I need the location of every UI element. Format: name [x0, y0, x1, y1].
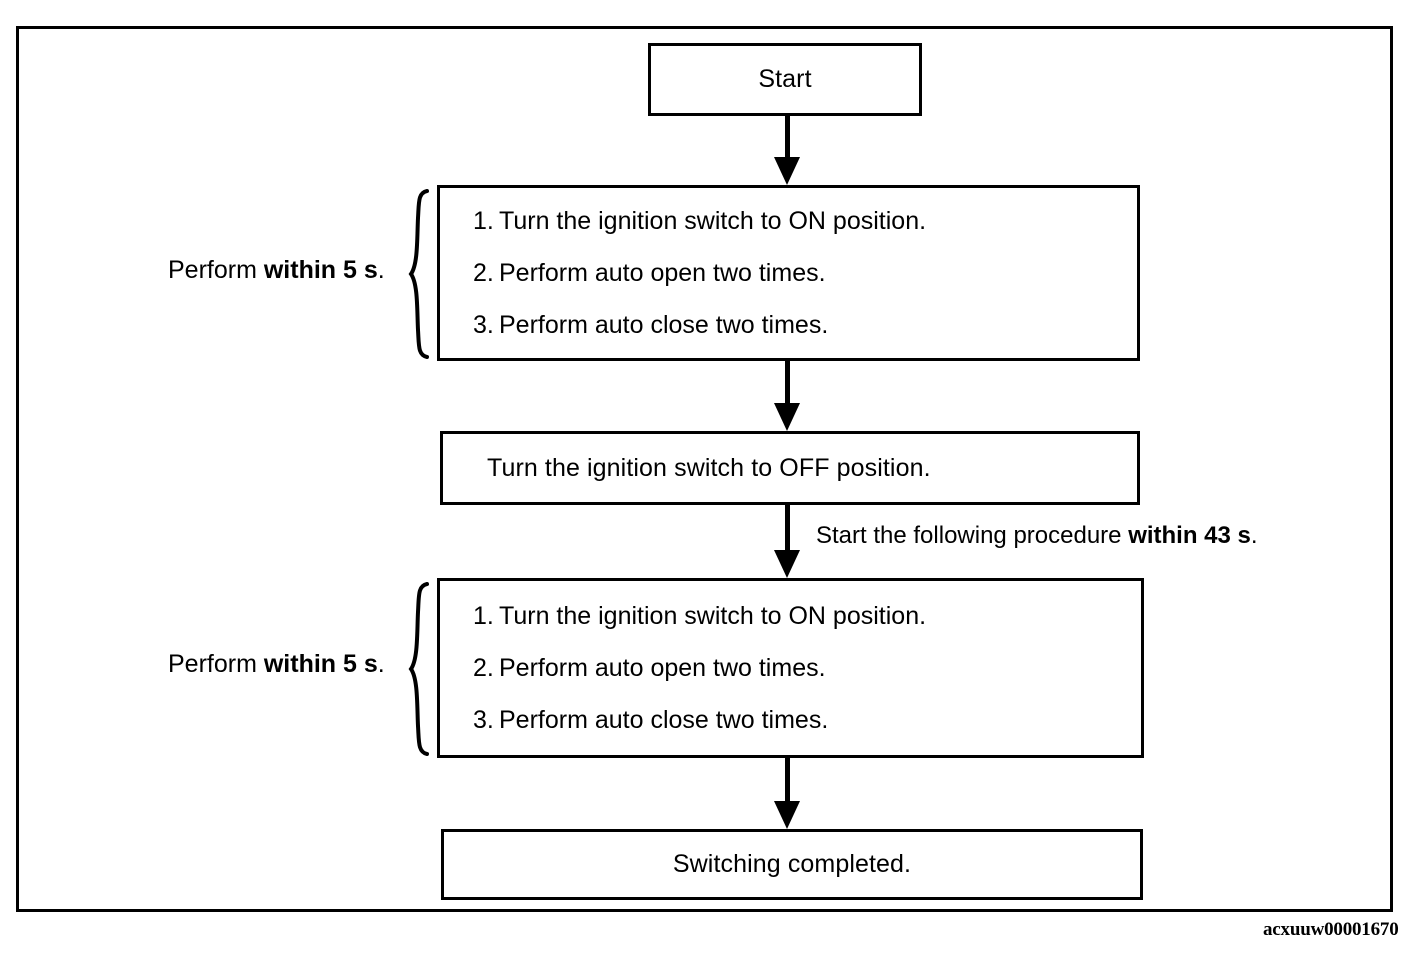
reference-code: acxuuw00001670: [1263, 919, 1399, 940]
step-number: 2.: [473, 653, 494, 682]
procedure-2-step-list: 1. Turn the ignition switch to ON positi…: [440, 602, 1141, 735]
label-perform-prefix-1: Perform: [168, 256, 264, 284]
list-item: 1. Turn the ignition switch to ON positi…: [473, 602, 1141, 631]
arrowhead-down-icon: [774, 403, 800, 431]
step-text: Perform auto open two times.: [499, 258, 826, 287]
procedure-1-step-list: 1. Turn the ignition switch to ON positi…: [440, 207, 1137, 340]
transition-note-emphasis: within 43 s: [1128, 522, 1251, 549]
label-perform-emphasis-2: within 5 s: [263, 650, 378, 678]
step-number: 2.: [473, 258, 494, 287]
list-item: 2. Perform auto open two times.: [473, 259, 1137, 288]
connector-shaft: [785, 361, 790, 407]
step-text: Perform auto close two times.: [499, 705, 829, 734]
curly-brace-second-procedure: [405, 581, 431, 757]
list-item: 3. Perform auto close two times.: [473, 706, 1141, 735]
step-text: Turn the ignition switch to ON position.: [499, 206, 927, 235]
list-item: 3. Perform auto close two times.: [473, 311, 1137, 340]
step-number: 3.: [473, 310, 494, 339]
step-text: Perform auto close two times.: [499, 310, 829, 339]
label-perform-suffix-1: .: [377, 256, 385, 284]
node-switching-completed: Switching completed.: [441, 829, 1143, 900]
curly-brace-first-procedure: [405, 188, 431, 360]
label-perform-within-5s-first: Perform within 5 s.: [168, 256, 385, 285]
connector-shaft: [785, 758, 790, 805]
label-perform-within-5s-second: Perform within 5 s.: [168, 650, 385, 679]
label-start-following-procedure-within-43s: Start the following procedure within 43 …: [816, 522, 1258, 550]
transition-note-prefix: Start the following procedure: [816, 522, 1129, 549]
arrowhead-down-icon: [774, 157, 800, 185]
label-perform-prefix-2: Perform: [168, 650, 264, 678]
step-number: 1.: [473, 601, 494, 630]
arrowhead-down-icon: [774, 801, 800, 829]
arrowhead-down-icon: [774, 550, 800, 578]
transition-note-suffix: .: [1250, 522, 1258, 549]
list-item: 2. Perform auto open two times.: [473, 654, 1141, 683]
list-item: 1. Turn the ignition switch to ON positi…: [473, 207, 1137, 236]
diagram-outer-frame: [16, 26, 1393, 912]
node-procedure-1: 1. Turn the ignition switch to ON positi…: [437, 185, 1140, 361]
step-text: Perform auto open two times.: [499, 653, 826, 682]
node-procedure-2: 1. Turn the ignition switch to ON positi…: [437, 578, 1144, 758]
connector-shaft: [785, 505, 790, 554]
node-ignition-off: Turn the ignition switch to OFF position…: [440, 431, 1140, 505]
node-ignition-off-label: Turn the ignition switch to OFF position…: [487, 453, 931, 482]
label-perform-emphasis-1: within 5 s: [263, 256, 378, 284]
node-start-label: Start: [758, 65, 812, 93]
step-number: 3.: [473, 705, 494, 734]
node-completed-label: Switching completed.: [672, 850, 912, 878]
step-text: Turn the ignition switch to ON position.: [499, 601, 927, 630]
connector-shaft: [785, 116, 790, 161]
label-perform-suffix-2: .: [377, 650, 385, 678]
node-start: Start: [648, 43, 922, 116]
step-number: 1.: [473, 206, 494, 235]
